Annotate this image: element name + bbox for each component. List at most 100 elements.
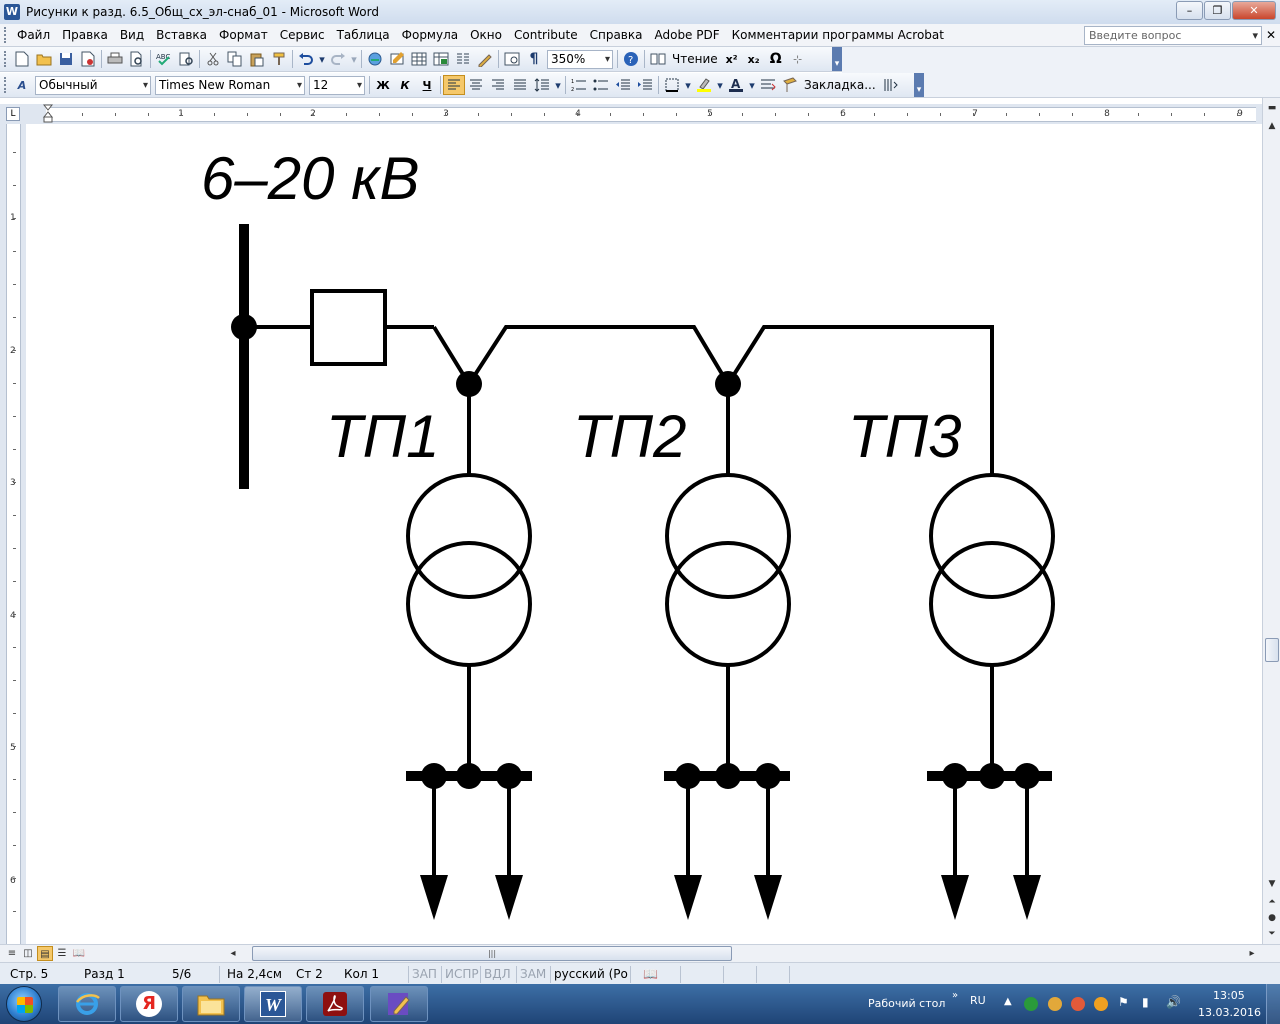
format-painter-icon[interactable] xyxy=(268,49,290,69)
style-select[interactable]: Обычный xyxy=(35,75,151,95)
tables-borders-icon[interactable] xyxy=(386,49,408,69)
justify-icon[interactable] xyxy=(509,75,531,95)
start-button[interactable] xyxy=(6,986,42,1022)
menu-acrobat-comments[interactable]: Комментарии программы Acrobat xyxy=(731,28,944,42)
scroll-split-icon[interactable]: ▬ xyxy=(1267,103,1277,113)
align-right-icon[interactable] xyxy=(487,75,509,95)
help-search-input[interactable]: Введите вопрос xyxy=(1084,26,1262,45)
previous-page-icon[interactable]: ⏶ xyxy=(1268,897,1276,907)
status-overtype[interactable]: ЗАМ xyxy=(520,967,547,981)
tray-app-icon-1[interactable] xyxy=(1024,997,1038,1011)
horizontal-scroll-thumb[interactable]: ||| xyxy=(252,946,732,961)
tab-selector-icon[interactable]: L xyxy=(6,107,20,121)
menu-service[interactable]: Сервис xyxy=(279,28,325,42)
insert-symbol-extra-icon[interactable]: ⊹ xyxy=(793,52,803,66)
status-language[interactable]: русский (Ро xyxy=(554,967,628,981)
clock-time[interactable]: 13:05 xyxy=(1213,989,1245,1002)
desktop-toolbar-label[interactable]: Рабочий стол xyxy=(868,997,946,1010)
menu-formula[interactable]: Формула xyxy=(401,28,459,42)
vertical-scrollbar[interactable]: ▬ ▲ ▼ ⏶ ● ⏷ xyxy=(1262,98,1280,944)
scroll-down-icon[interactable]: ▼ xyxy=(1268,879,1276,889)
browse-object-icon[interactable]: ● xyxy=(1268,913,1276,923)
borders-icon[interactable] xyxy=(661,75,683,95)
word-app-icon[interactable]: W xyxy=(4,4,20,20)
decrease-indent-icon[interactable] xyxy=(612,75,634,95)
italic-button[interactable]: К xyxy=(400,78,410,92)
normal-view-icon[interactable]: ≡ xyxy=(7,948,17,959)
undo-dropdown-icon[interactable]: ▾ xyxy=(319,52,325,66)
drawing-icon[interactable] xyxy=(474,49,496,69)
paste-icon[interactable] xyxy=(246,49,268,69)
hyperlink-icon[interactable] xyxy=(364,49,386,69)
reading-view-icon[interactable]: 📖 xyxy=(72,948,86,959)
language-indicator[interactable]: RU xyxy=(970,994,986,1007)
open-folder-icon[interactable] xyxy=(33,49,55,69)
permission-icon[interactable] xyxy=(77,49,99,69)
tray-app-icon-3[interactable] xyxy=(1071,997,1085,1011)
tray-expand-icon[interactable]: ▲ xyxy=(1004,996,1012,1007)
spelling-status-icon[interactable]: 📖 xyxy=(643,967,658,981)
styles-formatting-icon[interactable] xyxy=(757,75,779,95)
cut-icon[interactable] xyxy=(202,49,224,69)
taskbar-explorer-icon[interactable] xyxy=(182,986,240,1022)
indent-marker-icon[interactable] xyxy=(43,104,53,123)
status-track-changes[interactable]: ИСПР xyxy=(445,967,479,981)
menu-insert[interactable]: Вставка xyxy=(156,28,208,42)
menu-view[interactable]: Вид xyxy=(119,28,145,42)
menu-format[interactable]: Формат xyxy=(219,28,268,42)
insert-excel-icon[interactable] xyxy=(430,49,452,69)
network-icon[interactable]: ▮ xyxy=(1142,995,1149,1009)
restore-button[interactable]: ❐ xyxy=(1204,1,1231,20)
font-select[interactable]: Times New Roman xyxy=(155,75,305,95)
superscript-button[interactable]: x² xyxy=(725,52,738,66)
taskbar-acrobat-icon[interactable] xyxy=(306,986,364,1022)
reading-mode-icon[interactable] xyxy=(647,49,669,69)
document-close-icon[interactable]: ✕ xyxy=(1265,28,1276,42)
scroll-right-icon[interactable]: ▸ xyxy=(1249,948,1255,959)
show-formatting-icon[interactable]: ¶ xyxy=(529,51,539,67)
tray-app-icon-2[interactable] xyxy=(1048,997,1062,1011)
print-icon[interactable] xyxy=(104,49,126,69)
text-direction-icon[interactable] xyxy=(879,75,901,95)
document-map-icon[interactable] xyxy=(501,49,523,69)
menu-adobe-pdf[interactable]: Adobe PDF xyxy=(654,28,720,42)
undo-icon[interactable] xyxy=(295,49,317,69)
menu-table[interactable]: Таблица xyxy=(336,28,390,42)
research-icon[interactable] xyxy=(175,49,197,69)
vertical-ruler[interactable]: 1 2 3 4 5 6 xyxy=(0,124,26,944)
menu-contribute[interactable]: Contribute xyxy=(514,28,578,42)
bookmark-button[interactable]: Закладка... xyxy=(804,78,876,92)
toolbar-grip[interactable] xyxy=(4,51,7,67)
taskbar-notes-icon[interactable] xyxy=(370,986,428,1022)
menu-window[interactable]: Окно xyxy=(470,28,502,42)
vertical-scroll-thumb[interactable] xyxy=(1265,638,1279,662)
taskbar-word-icon[interactable]: W xyxy=(244,986,302,1022)
minimize-button[interactable]: – xyxy=(1176,1,1203,20)
borders-dropdown-icon[interactable]: ▾ xyxy=(685,78,691,92)
font-color-dropdown-icon[interactable]: ▾ xyxy=(749,78,755,92)
align-center-icon[interactable] xyxy=(465,75,487,95)
next-page-icon[interactable]: ⏷ xyxy=(1268,929,1276,939)
zoom-select[interactable]: 350% xyxy=(547,49,613,69)
insert-symbol-button[interactable]: Ω xyxy=(769,51,782,67)
align-left-icon[interactable] xyxy=(443,75,465,95)
subscript-button[interactable]: x₂ xyxy=(747,52,760,66)
highlight-dropdown-icon[interactable]: ▾ xyxy=(717,78,723,92)
close-button[interactable]: ✕ xyxy=(1232,1,1276,20)
toolbar-options-icon[interactable]: ▾ xyxy=(914,73,924,97)
horizontal-scroll-track[interactable]: ||| xyxy=(240,946,1260,962)
scroll-up-icon[interactable]: ▲ xyxy=(1268,121,1276,131)
tray-app-icon-4[interactable] xyxy=(1094,997,1108,1011)
toolbar-grip[interactable] xyxy=(4,77,7,93)
taskbar-ie-icon[interactable] xyxy=(58,986,116,1022)
document-page[interactable]: 6–20 кВ ТП1 ТП2 ТП3 xyxy=(26,124,1262,944)
horizontal-ruler[interactable]: L 1 2 3 4 5 6 7 8 9 xyxy=(0,104,1280,124)
line-spacing-dropdown-icon[interactable]: ▾ xyxy=(555,78,561,92)
bullets-icon[interactable] xyxy=(590,75,612,95)
help-icon[interactable]: ? xyxy=(620,49,642,69)
font-color-icon[interactable]: A xyxy=(725,75,747,95)
print-layout-icon[interactable]: ▤ xyxy=(37,946,53,961)
redo-icon[interactable] xyxy=(327,49,349,69)
print-preview-icon[interactable] xyxy=(126,49,148,69)
scroll-left-icon[interactable]: ◂ xyxy=(230,948,236,959)
